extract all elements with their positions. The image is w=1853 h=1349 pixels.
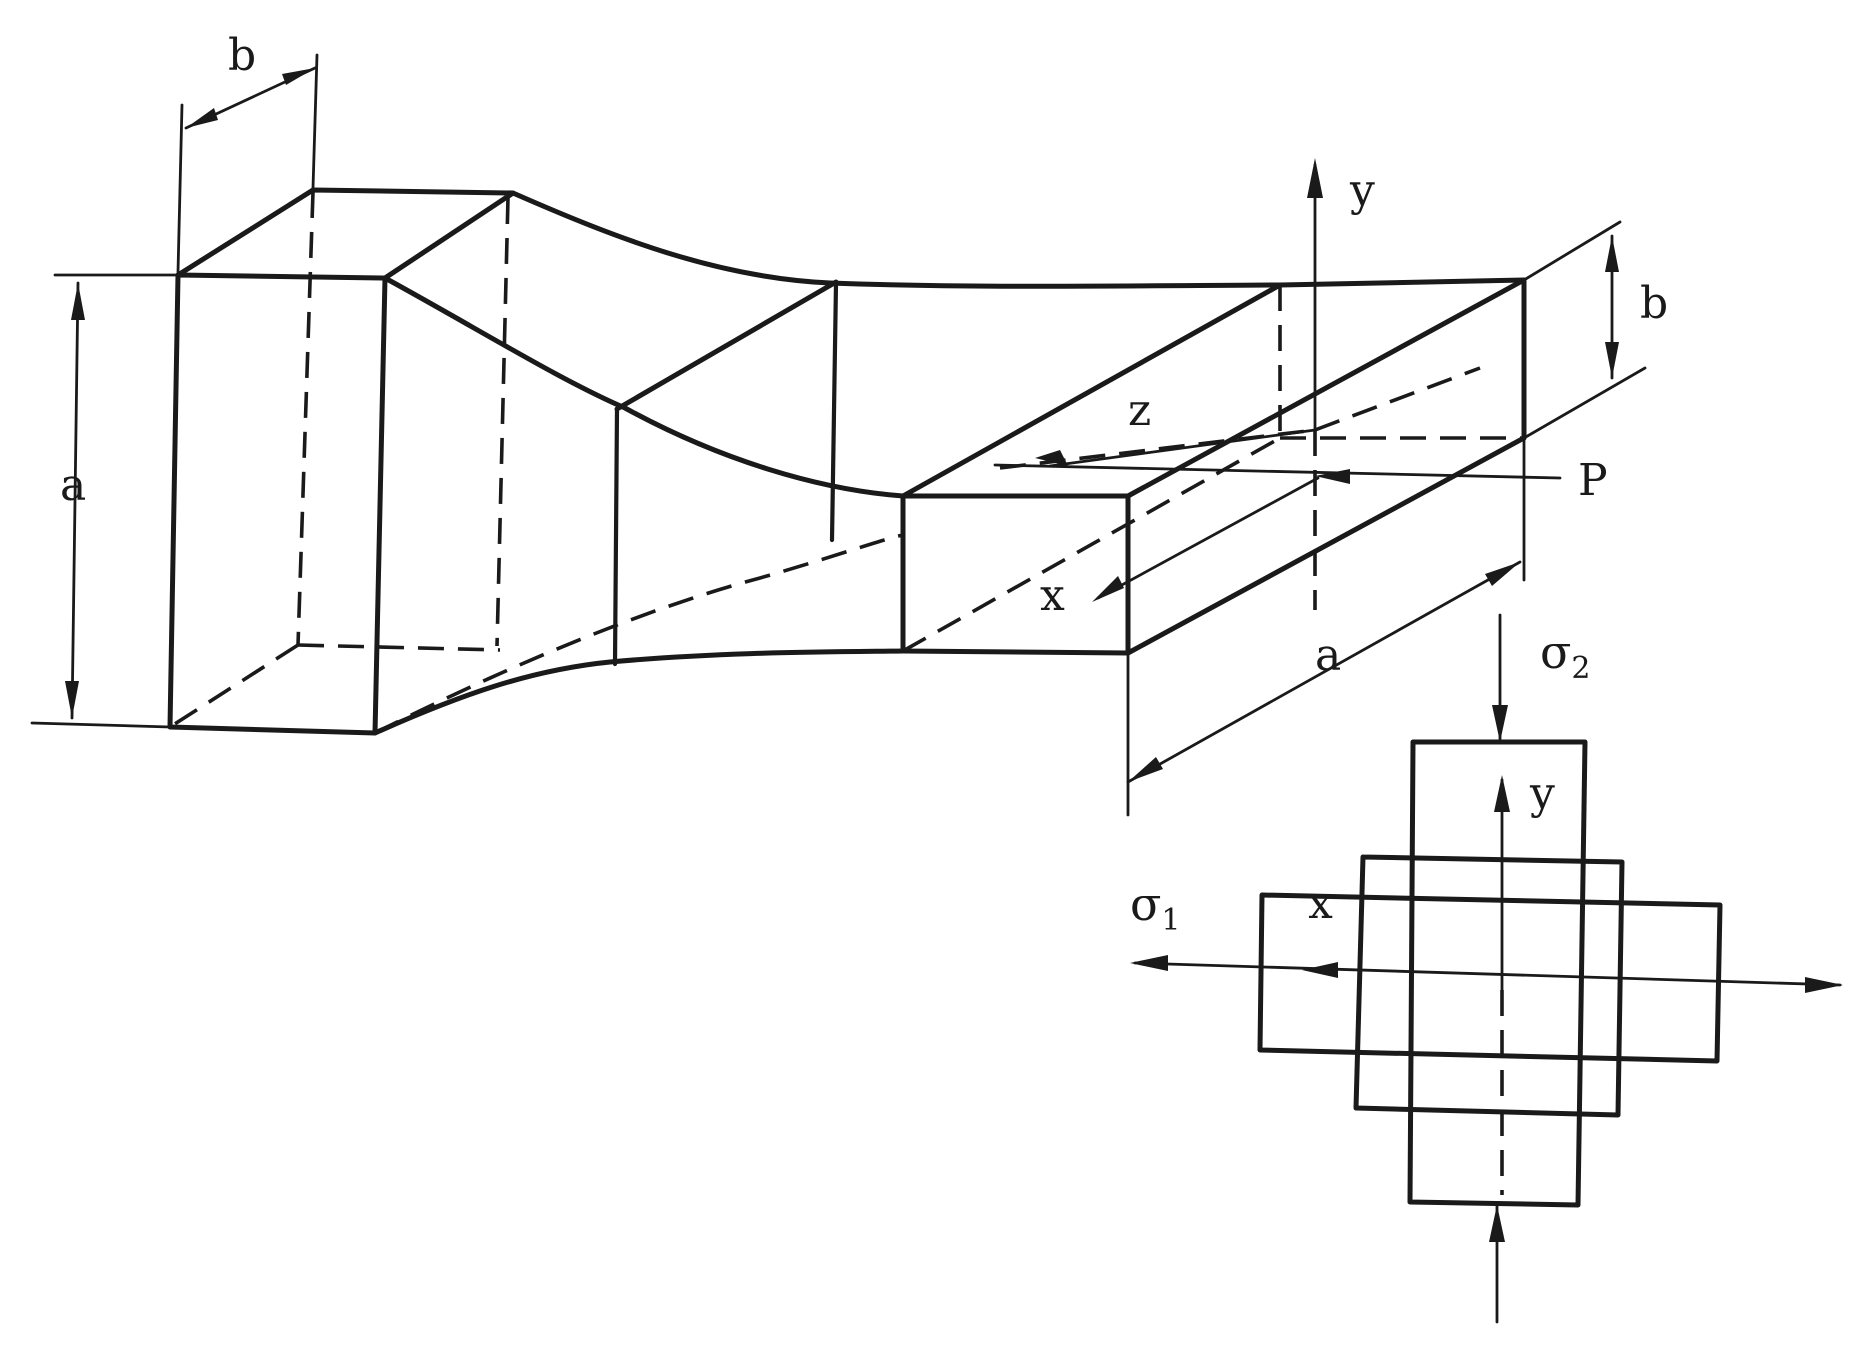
labels: b a y b z P x a σ2 y x σ1 [60, 30, 1668, 938]
p-force-line [993, 463, 1562, 480]
right-block-top-front-edge [900, 282, 1283, 499]
dim-a-left-extension-bottom [30, 721, 172, 729]
right-block-bottom-right-edge [1125, 435, 1527, 656]
sigma2-top-arrow [1492, 705, 1508, 742]
label-x-element: x [1308, 878, 1333, 929]
left-block-front-face [167, 272, 388, 736]
element-horizontal-rect [1257, 892, 1723, 1064]
left-block-top-face [175, 187, 516, 281]
neck-top-front-curve [382, 275, 906, 499]
dim-a-left-arrow-bottom [65, 681, 79, 718]
neck-bottom-front-curve [372, 648, 906, 736]
neck-top-back-curve [510, 190, 1283, 289]
right-block-front-face [900, 493, 1131, 656]
x-axis-arrow [1092, 576, 1124, 602]
label-y-element: y [1529, 768, 1555, 819]
z-axis-line [1048, 428, 1317, 468]
label-y-top: y [1349, 165, 1375, 216]
mid-section-top-cross [614, 279, 839, 412]
left-block-hidden-vertical [495, 197, 510, 647]
mid-section-front-vertical [612, 406, 620, 667]
dim-b-right-arrow-bottom [1605, 342, 1619, 378]
dim-b-right-extension-2 [1522, 366, 1647, 440]
dim-a-bottom-arrow-2 [1485, 562, 1520, 586]
dim-b-left-extension-2 [311, 53, 319, 190]
label-p-force: P [1578, 455, 1608, 506]
dim-a-left-line [70, 281, 80, 720]
label-x-axis: x [1040, 570, 1065, 621]
neck-bottom-back-hidden-curve [374, 533, 904, 735]
sigma1-left-arrow [1130, 955, 1168, 971]
stress-element [1130, 613, 1843, 1324]
z-axis-arrow [1035, 450, 1068, 466]
dim-b-right-arrow-top [1605, 236, 1619, 272]
right-block-top-right-edge [1125, 277, 1527, 499]
left-block-hidden-bottom-edge [169, 643, 299, 729]
left-block-hidden-back-edge [296, 191, 315, 646]
x-axis-line [1096, 476, 1320, 600]
y-axis-arrow [1307, 158, 1323, 198]
label-a-bottom: a [1315, 630, 1341, 681]
element-vertical-rect [1407, 739, 1588, 1208]
label-b-left: b [228, 30, 256, 81]
dim-a-left-arrow-top [71, 283, 85, 320]
sigma2-symbol: σ [1540, 625, 1571, 679]
axes [993, 158, 1562, 610]
right-block-top-back-edge [1277, 277, 1527, 288]
dim-b-left-arrow-1 [186, 108, 218, 128]
mid-section-back-vertical [829, 280, 839, 543]
right-block-hidden-bottom-diagonal [902, 436, 1281, 653]
dim-a-bottom-arrow-1 [1128, 757, 1163, 782]
p-force-arrow [1315, 469, 1350, 484]
label-b-right: b [1640, 278, 1668, 329]
z-axis-dashed-ext [1314, 366, 1481, 432]
label-sigma2: σ2 [1540, 625, 1591, 686]
sigma2-bottom-arrow [1489, 1205, 1505, 1242]
element-x-axis-arrow [1302, 962, 1338, 978]
dim-b-left-arrow-2 [282, 68, 315, 85]
label-a-left: a [60, 460, 86, 511]
sigma2-subscript: 2 [1571, 651, 1590, 686]
label-sigma1: σ1 [1130, 877, 1181, 938]
sigma1-line [1133, 961, 1842, 987]
label-z-axis: z [1128, 385, 1151, 436]
element-y-axis-arrow [1494, 775, 1510, 812]
left-block-hidden-bottom-edge-right [297, 643, 501, 652]
sigma1-right-arrow [1805, 977, 1843, 993]
dim-b-right-extension-1 [1522, 220, 1622, 282]
sigma1-symbol: σ [1130, 877, 1161, 931]
sigma1-subscript: 1 [1161, 903, 1180, 938]
dim-a-bottom-line [1126, 560, 1522, 784]
dimensions [30, 53, 1647, 817]
specimen-body [167, 187, 1527, 736]
element-medium-rect [1353, 854, 1625, 1118]
dim-b-left-extension-1 [176, 103, 184, 274]
